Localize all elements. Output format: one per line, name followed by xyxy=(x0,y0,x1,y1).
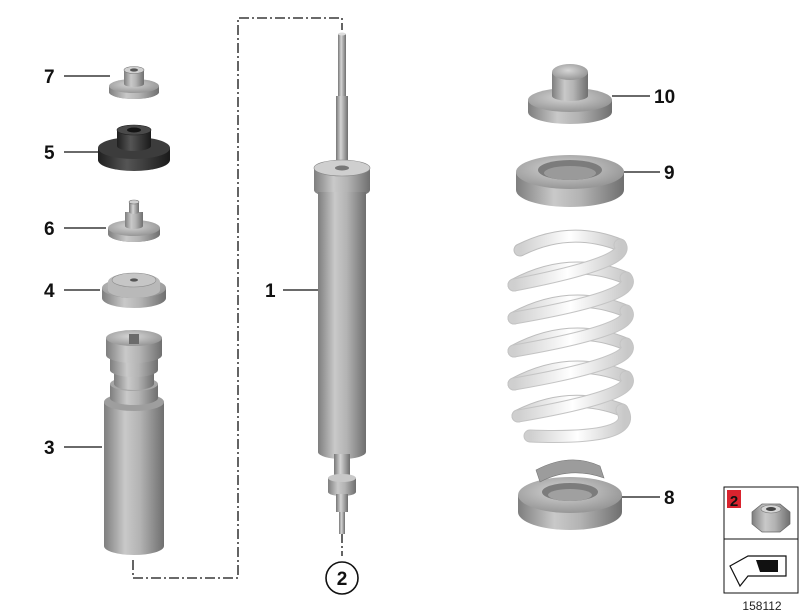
part-7-top-mount-nut[interactable] xyxy=(109,66,159,100)
assembly-connector-line xyxy=(132,17,343,579)
callout-8: 8 xyxy=(664,488,675,509)
callout-7: 7 xyxy=(44,67,55,88)
coil-spring[interactable] xyxy=(507,229,634,443)
part-5-rubber-mount[interactable] xyxy=(98,124,170,171)
callout-4: 4 xyxy=(44,281,55,302)
callout-10: 10 xyxy=(654,87,675,108)
nut-icon xyxy=(751,503,791,533)
inset-badge xyxy=(727,490,741,508)
inset-arrow-box[interactable] xyxy=(723,538,799,594)
part-4-support-cup[interactable] xyxy=(102,272,166,308)
callout-3: 3 xyxy=(44,438,55,459)
svg-text:2: 2 xyxy=(337,569,348,590)
part-1-shock-absorber[interactable] xyxy=(313,32,371,535)
inset-part-2-nut[interactable]: 2 xyxy=(723,486,799,540)
callout-6: 6 xyxy=(44,219,55,240)
part-8-spring-lower-seat[interactable] xyxy=(518,459,622,530)
inset-badge-number: 2 xyxy=(730,493,738,510)
part-9-spring-upper-seat[interactable] xyxy=(516,155,624,207)
leader-lines xyxy=(64,75,660,498)
part-3-bump-stop-boot[interactable] xyxy=(104,330,164,555)
arrow-icon xyxy=(729,555,787,588)
callout-1: 1 xyxy=(265,281,276,302)
reference-number: 158112 xyxy=(742,599,781,613)
callout-9: 9 xyxy=(664,163,675,184)
part-10-spring-top-mount[interactable] xyxy=(528,64,612,124)
part-6-washer-spigot[interactable] xyxy=(108,199,160,242)
callout-5: 5 xyxy=(44,143,55,164)
callout-2-circled[interactable]: 2 xyxy=(325,561,359,595)
